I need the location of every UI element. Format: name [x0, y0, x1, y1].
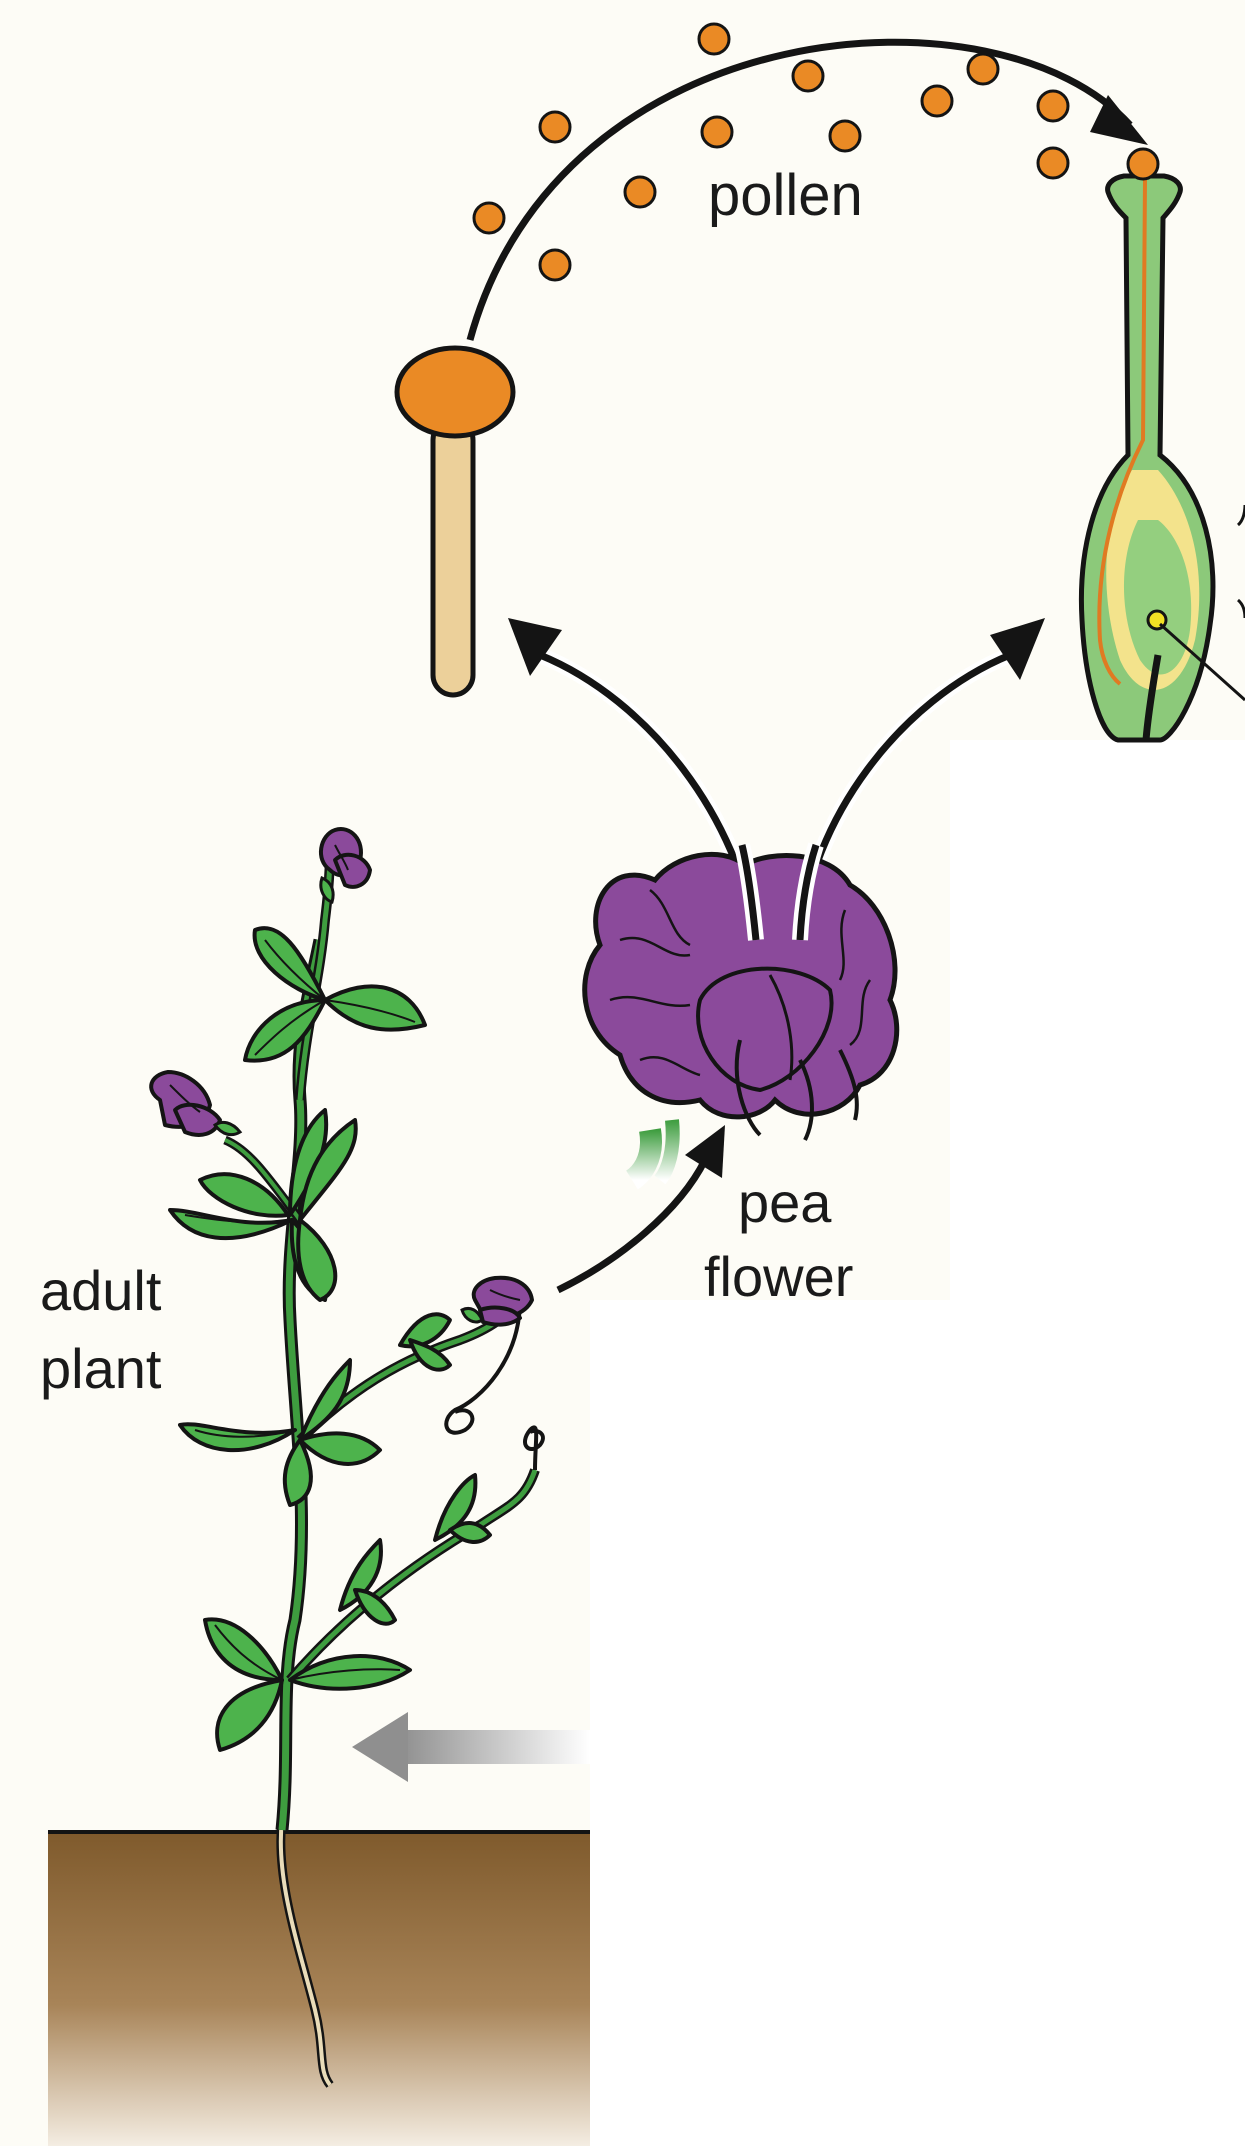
- pollen-grain: [830, 121, 860, 151]
- soil-icon: [48, 1832, 590, 2146]
- pea-flower-icon: [585, 854, 897, 1180]
- pollen-grain: [540, 250, 570, 280]
- adult-label: adult: [40, 1259, 162, 1322]
- pollen-grain: [474, 203, 504, 233]
- pollen-grain: [1038, 148, 1068, 178]
- pollen-grain: [625, 177, 655, 207]
- pollen-transfer-arrowhead: [1090, 95, 1148, 145]
- pollen-grain: [702, 117, 732, 147]
- pollen-grain: [1038, 91, 1068, 121]
- pollen-grain: [540, 112, 570, 142]
- gray-arrow: [352, 1712, 590, 1782]
- pollen-grain: [793, 61, 823, 91]
- pollen-grain: [922, 86, 952, 116]
- pistil-icon: [1081, 176, 1245, 740]
- pollen-grain: [968, 54, 998, 84]
- pea-label: pea: [738, 1171, 832, 1234]
- arrow-to-pistil-head: [990, 618, 1045, 680]
- pollen-grain: [699, 24, 729, 54]
- arrow-to-pea-flower-head: [685, 1125, 725, 1178]
- pollen-grains: [474, 24, 1068, 280]
- flower-label: flower: [704, 1245, 853, 1308]
- arrow-to-pea-flower: [558, 1160, 705, 1290]
- stamen-icon: [397, 348, 513, 695]
- pollen-label: pollen: [708, 163, 863, 228]
- pollen-grain-on-stigma: [1128, 149, 1158, 179]
- plant-label: plant: [40, 1337, 162, 1400]
